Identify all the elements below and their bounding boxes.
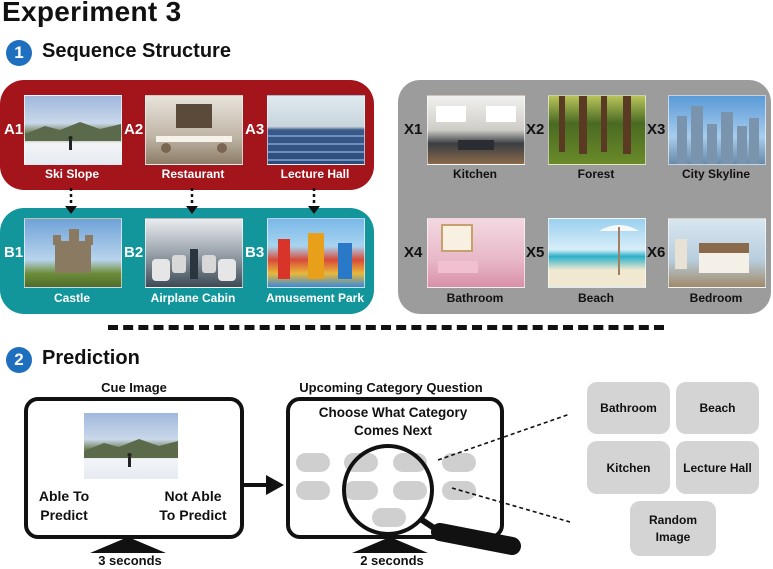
label-bedroom: Bedroom bbox=[689, 291, 743, 305]
magnifier-icon bbox=[342, 444, 521, 555]
question-duration: 2 seconds bbox=[360, 553, 424, 568]
not-able-to-predict-option[interactable]: Not Able To Predict bbox=[159, 488, 227, 523]
code-x2: X2 bbox=[526, 121, 545, 138]
option-beach[interactable]: Beach bbox=[676, 382, 759, 434]
lecture-hall-image bbox=[267, 95, 365, 165]
arrow-a3-b3-icon bbox=[308, 206, 320, 214]
bathroom-image bbox=[427, 218, 525, 288]
code-a3: A3 bbox=[245, 121, 265, 138]
category-pill[interactable] bbox=[344, 481, 378, 500]
arrow-a2-b2-icon bbox=[186, 206, 198, 214]
label-ski-slope: Ski Slope bbox=[44, 167, 100, 181]
cue-duration: 3 seconds bbox=[98, 553, 162, 568]
category-pill[interactable] bbox=[393, 481, 427, 500]
section-1-number: 1 bbox=[6, 40, 32, 66]
question-monitor-stand bbox=[352, 537, 428, 553]
code-b2: B2 bbox=[124, 244, 144, 261]
label-city-skyline: City Skyline bbox=[681, 167, 751, 181]
code-x5: X5 bbox=[526, 244, 545, 261]
amusement-park-image bbox=[267, 218, 365, 288]
restaurant-image bbox=[145, 95, 243, 165]
code-a2: A2 bbox=[124, 121, 144, 138]
castle-image bbox=[24, 218, 122, 288]
question-prompt: Choose What Category Comes Next bbox=[318, 405, 468, 438]
able-to-predict-option[interactable]: Able To Predict bbox=[38, 488, 90, 523]
option-kitchen[interactable]: Kitchen bbox=[587, 441, 670, 494]
label-airplane-cabin: Airplane Cabin bbox=[150, 291, 236, 305]
cue-monitor-stand bbox=[90, 537, 166, 553]
category-pill[interactable] bbox=[296, 481, 330, 500]
category-pill[interactable] bbox=[296, 453, 330, 472]
section-divider bbox=[108, 325, 664, 330]
code-x1: X1 bbox=[404, 121, 423, 138]
beach-image bbox=[548, 218, 646, 288]
label-castle: Castle bbox=[53, 291, 91, 305]
code-a1: A1 bbox=[4, 121, 24, 138]
label-bathroom: Bathroom bbox=[446, 291, 504, 305]
code-x6: X6 bbox=[647, 244, 666, 261]
section-2-number: 2 bbox=[6, 347, 32, 373]
category-pill[interactable] bbox=[442, 453, 476, 472]
cue-header: Cue Image bbox=[101, 380, 167, 395]
ski-slope-image bbox=[24, 95, 122, 165]
city-skyline-image bbox=[668, 95, 766, 165]
kitchen-image bbox=[427, 95, 525, 165]
forest-image bbox=[548, 95, 646, 165]
bedroom-image bbox=[668, 218, 766, 288]
category-pill[interactable] bbox=[372, 508, 406, 527]
airplane-cabin-image bbox=[145, 218, 243, 288]
code-x3: X3 bbox=[647, 121, 666, 138]
right-arrow-icon bbox=[242, 475, 284, 495]
section-2-title: Prediction bbox=[42, 347, 140, 369]
transition-arrows bbox=[65, 188, 320, 214]
arrow-a1-b1-icon bbox=[65, 206, 77, 214]
code-b3: B3 bbox=[245, 244, 265, 261]
option-random-image[interactable]: Random Image bbox=[630, 501, 716, 556]
option-lecture-hall[interactable]: Lecture Hall bbox=[676, 441, 759, 494]
page-title: Experiment 3 bbox=[2, 0, 182, 27]
zoom-lines bbox=[437, 413, 571, 523]
label-beach: Beach bbox=[577, 291, 615, 305]
code-x4: X4 bbox=[404, 244, 423, 261]
cue-image bbox=[84, 413, 178, 479]
option-bathroom[interactable]: Bathroom bbox=[587, 382, 670, 434]
label-kitchen: Kitchen bbox=[452, 167, 497, 181]
label-lecture-hall: Lecture Hall bbox=[280, 167, 350, 181]
section-1-title: Sequence Structure bbox=[42, 40, 231, 62]
label-forest: Forest bbox=[577, 167, 615, 181]
label-amusement-park: Amusement Park bbox=[265, 291, 365, 305]
code-b1: B1 bbox=[4, 244, 24, 261]
question-header: Upcoming Category Question bbox=[299, 380, 483, 395]
label-restaurant: Restaurant bbox=[161, 167, 225, 181]
